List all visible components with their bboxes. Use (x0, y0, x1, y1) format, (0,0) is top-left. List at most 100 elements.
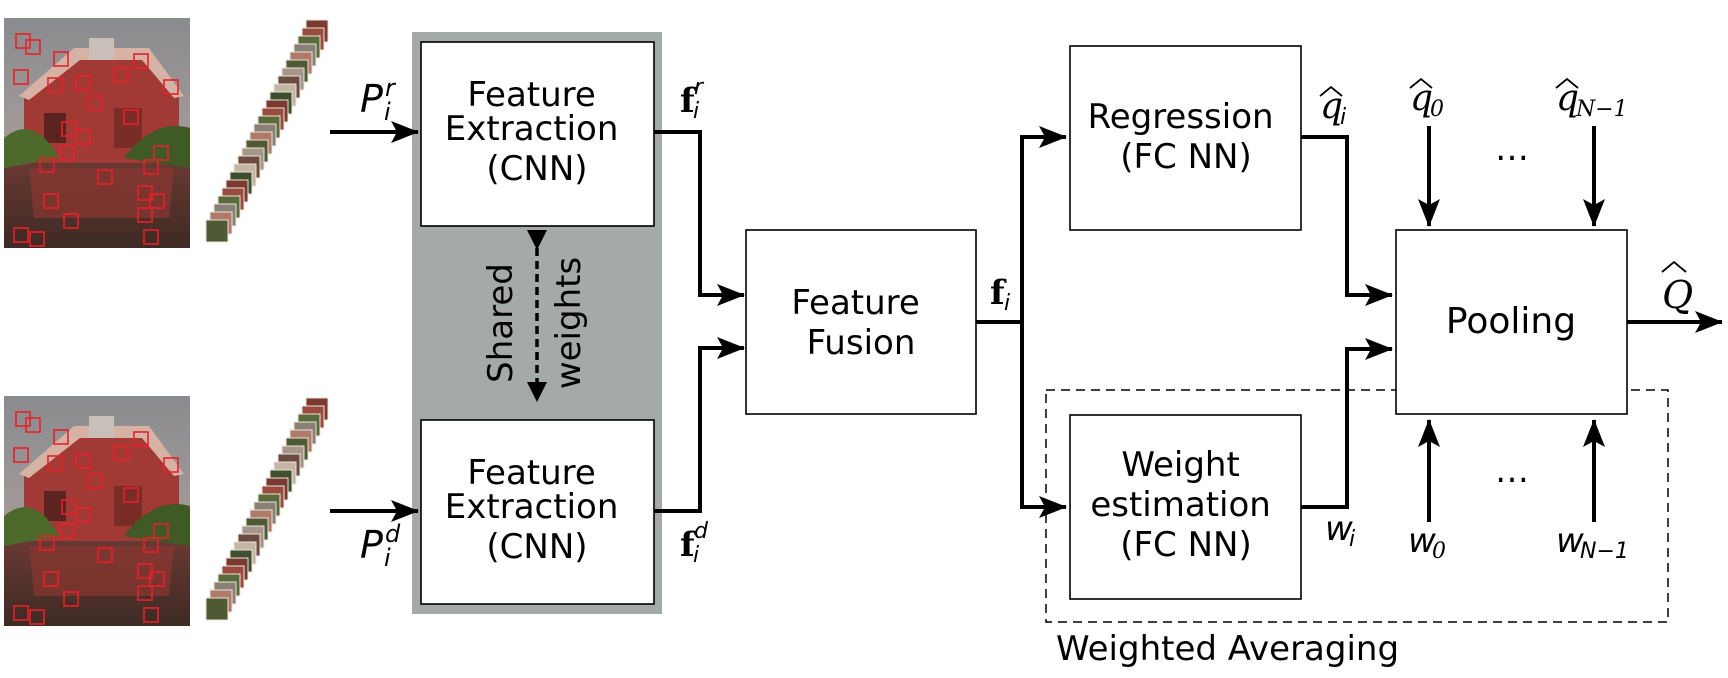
feature-dist-arrow (654, 337, 745, 513)
label-f-ref: f r i (680, 75, 705, 124)
svg-text:r: r (694, 75, 705, 100)
regression-box (1069, 45, 1302, 231)
svg-text:i: i (1004, 291, 1010, 316)
patch-box (15, 411, 31, 427)
svg-text:Q: Q (1662, 273, 1693, 317)
patch-box (13, 69, 29, 85)
feature-extraction-bottom-label: Feature Extraction (CNN) (445, 453, 629, 567)
weighted-averaging-label: Weighted Averaging (1056, 629, 1399, 669)
svg-text:d: d (694, 519, 709, 544)
patch-box (59, 523, 75, 539)
reference-patch-stack (205, 19, 329, 243)
dots-bottom: … (1495, 451, 1529, 491)
patch-box (63, 213, 79, 229)
patch-box (133, 431, 149, 447)
feature-fusion-label: Feature Fusion (791, 283, 930, 363)
svg-text:N−1: N−1 (1580, 539, 1629, 564)
to-weight-arrow (1020, 322, 1067, 518)
patch-box (39, 157, 55, 173)
patch-box (29, 231, 45, 247)
patch-box (13, 447, 29, 463)
distorted-patch-stack (205, 397, 329, 621)
patch-boxes (13, 411, 179, 625)
patch-box (75, 75, 91, 91)
label-f-dist: f d i (680, 519, 709, 568)
patch-box (153, 523, 169, 539)
patch-box (75, 507, 91, 523)
patch-box (137, 585, 153, 601)
patch-box (163, 457, 179, 473)
shared-weights-label-2: weights (549, 257, 589, 389)
patch-box (63, 591, 79, 607)
label-q-i: q i (1319, 85, 1346, 130)
patch-box (75, 453, 91, 469)
svg-text:i: i (384, 98, 391, 126)
weight-estimation-label: Weight estimation (FC NN) (1090, 445, 1281, 565)
patch-box (113, 67, 129, 83)
patch-box (53, 429, 69, 445)
pooling-label: Pooling (1446, 301, 1576, 342)
patch-boxes (13, 33, 179, 247)
w-i-arrow (1301, 338, 1393, 509)
patch-box (13, 227, 29, 243)
label-p-ref: P r i (360, 74, 397, 126)
patch-box (39, 535, 55, 551)
patch-box (143, 229, 159, 245)
label-q-0: q 0 (1409, 77, 1444, 122)
patch-box (149, 571, 165, 587)
patch-box (149, 193, 165, 209)
patch-box (25, 417, 41, 433)
patch-tile (205, 597, 229, 621)
patch-box (13, 605, 29, 621)
svg-text:w: w (1556, 521, 1584, 561)
reference-image (4, 18, 190, 248)
patch-box (133, 53, 149, 69)
patch-box (47, 77, 63, 93)
patch-box (43, 193, 59, 209)
feature-extraction-top-label: Feature Extraction (CNN) (445, 75, 629, 189)
svg-text:0: 0 (1432, 539, 1446, 564)
patch-box (123, 487, 139, 503)
svg-text:i: i (693, 99, 699, 124)
svg-text:w: w (1325, 509, 1353, 549)
label-p-dist: P d i (360, 520, 401, 572)
svg-text:P: P (360, 77, 383, 121)
patch-box (53, 51, 69, 67)
svg-text:i: i (1349, 527, 1355, 552)
patch-box (59, 145, 75, 161)
patch-box (137, 207, 153, 223)
q-i-arrow (1301, 135, 1393, 306)
patch-box (25, 39, 41, 55)
label-Q: Q (1661, 260, 1693, 317)
svg-text:q: q (1320, 86, 1343, 127)
weighted-averaging-region (1045, 389, 1669, 623)
feature-extraction-bottom-box (420, 419, 655, 605)
patch-box (87, 95, 103, 111)
svg-text:i: i (384, 544, 391, 572)
to-regression-arrow (1020, 126, 1067, 322)
feature-ref-arrow (654, 130, 745, 306)
patch-box (143, 537, 159, 553)
patch-box (43, 571, 59, 587)
patch-box (123, 109, 139, 125)
feature-fusion-box (745, 229, 977, 415)
distorted-image (4, 396, 190, 626)
patch-box (75, 129, 91, 145)
patch-box (29, 609, 45, 625)
patch-box (97, 169, 113, 185)
regression-label: Regression (FC NN) (1088, 97, 1285, 177)
patch-box (163, 79, 179, 95)
label-f-i: f i (990, 273, 1010, 316)
pooling-box (1395, 229, 1628, 415)
label-q-n: q N−1 (1555, 77, 1628, 122)
svg-text:q: q (1556, 78, 1579, 119)
svg-text:w: w (1408, 521, 1436, 561)
patch-box (143, 159, 159, 175)
svg-text:f: f (680, 81, 697, 121)
svg-text:f: f (990, 273, 1007, 313)
label-w-0: w 0 (1408, 521, 1446, 564)
patch-box (47, 455, 63, 471)
svg-text:N−1: N−1 (1575, 97, 1628, 122)
patch-box (87, 473, 103, 489)
